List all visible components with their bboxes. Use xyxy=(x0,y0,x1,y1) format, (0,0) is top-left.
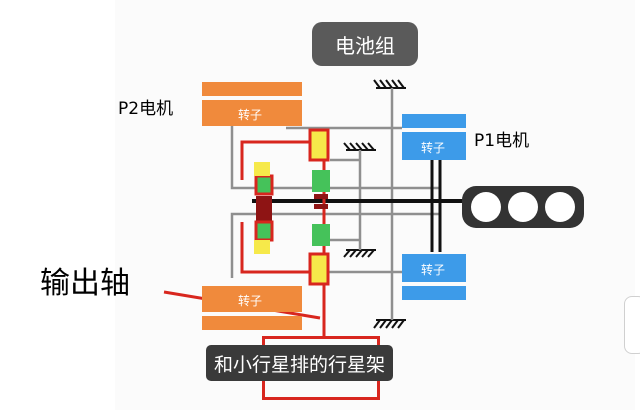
ground-hatch-icon xyxy=(373,319,406,329)
battery-pack-text: 电池组 xyxy=(335,33,395,58)
p2-motor xyxy=(202,82,302,330)
p1-motor-label: P1电机 xyxy=(474,131,530,151)
sun-gears xyxy=(314,194,328,209)
yellow-gears xyxy=(254,128,330,286)
p1-bottom-rotor-label: 转子 xyxy=(421,263,446,277)
p2-bottom-rotor-label: 转子 xyxy=(238,294,263,308)
output-shaft-label: 输出轴 xyxy=(40,266,130,301)
battery-pack-label: 电池组 xyxy=(312,22,418,66)
ground-hatch-icon xyxy=(343,249,376,258)
ground-hatch-icon xyxy=(343,142,376,151)
planet-carrier-core xyxy=(256,196,272,222)
p1-motor xyxy=(402,114,466,300)
p2-top-rotor-label: 转子 xyxy=(238,108,263,122)
side-widget xyxy=(624,296,640,354)
p2-motor-label: P2电机 xyxy=(118,99,174,119)
wheel-icon xyxy=(462,186,584,228)
ground-hatch-icon xyxy=(373,79,406,89)
p1-top-rotor-label: 转子 xyxy=(421,141,446,155)
p1-shaft xyxy=(430,148,442,252)
green-gears xyxy=(254,170,330,246)
subtitle-caption: 和小行星排的行星架 xyxy=(206,345,394,381)
